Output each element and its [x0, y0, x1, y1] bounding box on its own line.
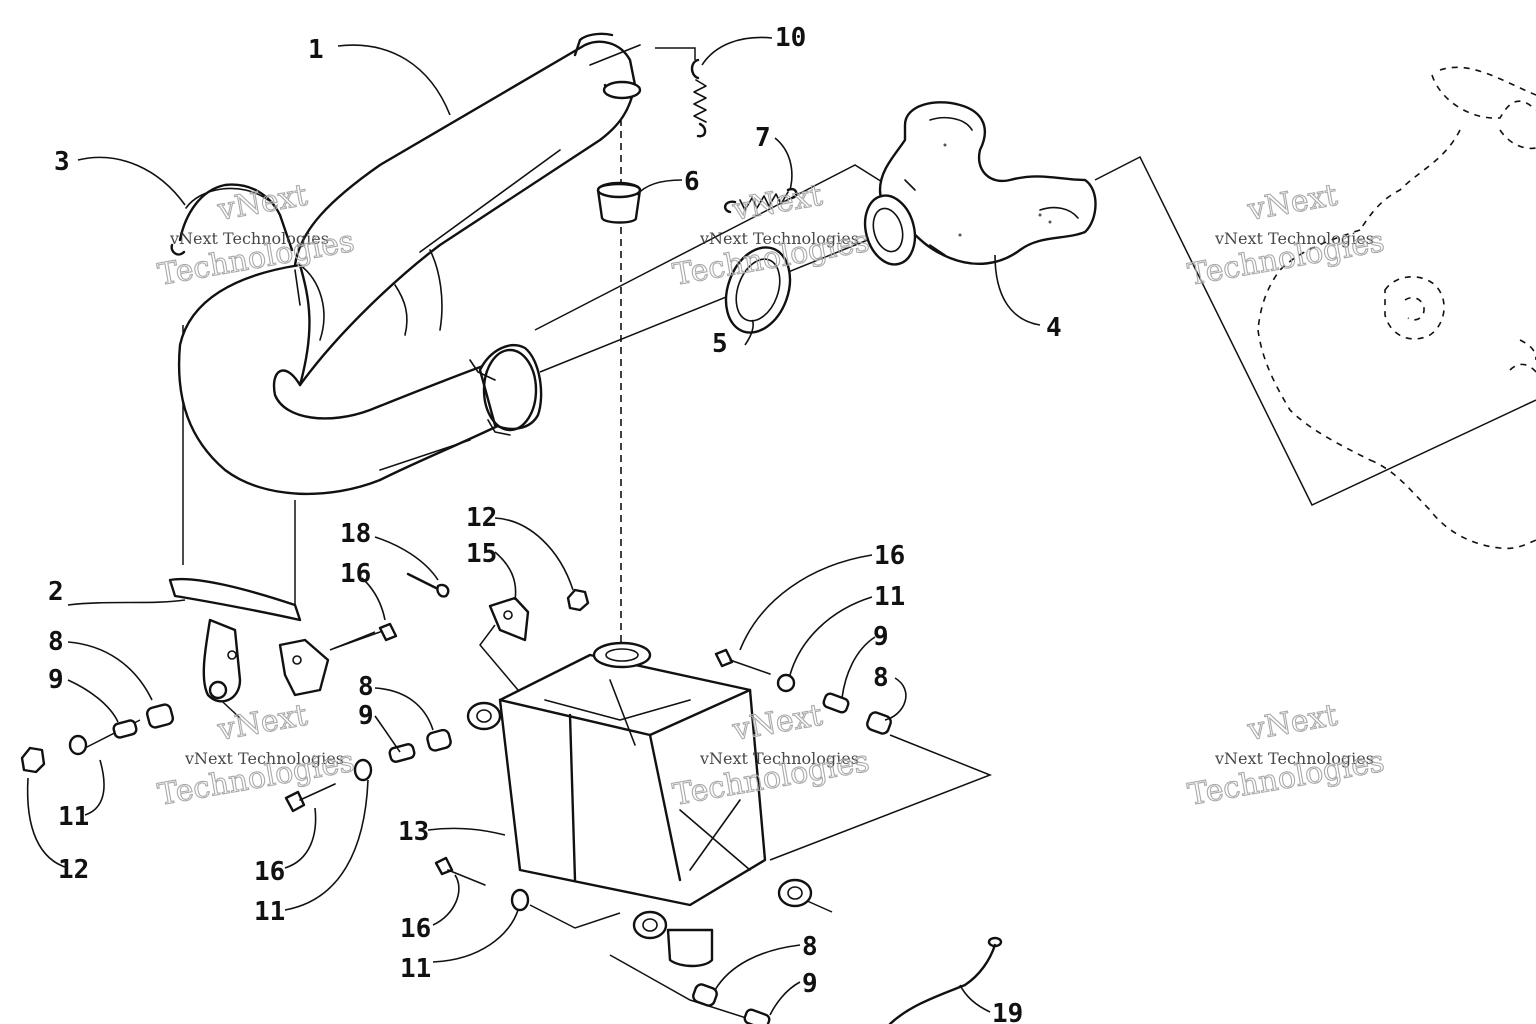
engine-outline: [1257, 66, 1536, 550]
callout-5: 5: [712, 329, 728, 359]
spacer-9-right: [822, 692, 850, 714]
callout-1: 1: [308, 35, 324, 65]
svg-text:vNext Technologies: vNext Technologies: [169, 229, 329, 248]
cable-19: [888, 943, 997, 1024]
watermark-top-right: vNext vNext Technologies Technologies: [1185, 177, 1388, 293]
callout-16-upper: 16: [340, 559, 371, 589]
callout-19: 19: [992, 999, 1023, 1024]
callout-9-left: 9: [48, 665, 64, 695]
callout-2: 2: [48, 577, 64, 607]
callout-numbers: 1 2 3 4 5 6 7 8 8 8 8 9 9 9 9 10 11 11 1…: [48, 23, 1062, 1024]
svg-text:vNext Technologies: vNext Technologies: [699, 749, 859, 768]
callout-8-center: 8: [358, 672, 374, 702]
bolt-16-center: [284, 790, 306, 813]
callout-11-lower: 11: [400, 954, 431, 984]
callout-3: 3: [54, 147, 70, 177]
svg-text:vNext Technologies: vNext Technologies: [699, 229, 859, 248]
nut-12-upper: [566, 588, 590, 612]
part-6-grommet: [596, 181, 642, 224]
pin-18: [436, 583, 450, 598]
bolt-16-lower: [434, 856, 454, 876]
part-5-gasket-ring: [724, 246, 792, 334]
callout-16-lower: 16: [400, 914, 431, 944]
spacer-9-bottom: [743, 1008, 771, 1024]
callout-8-left: 8: [48, 627, 64, 657]
part-3-hanger-strap: [170, 183, 294, 256]
callout-13: 13: [398, 817, 429, 847]
grommet-8-left: [145, 703, 175, 729]
callout-11-right: 11: [874, 582, 905, 612]
callout-16-right: 16: [874, 541, 905, 571]
svg-text:vNext: vNext: [214, 698, 310, 748]
part-1-expansion-chamber: [177, 32, 642, 496]
svg-text:vNext: vNext: [1244, 698, 1340, 748]
callout-9-center: 9: [358, 701, 374, 731]
grommet-8-bottom: [692, 983, 718, 1007]
part-13-muffler: [466, 641, 813, 968]
nut-12-left: [20, 746, 46, 774]
part-2-bracket: [168, 577, 330, 703]
bolt-16-upper: [378, 622, 398, 642]
callout-4: 4: [1046, 313, 1062, 343]
bolt-16-right: [714, 648, 734, 668]
callout-15: 15: [466, 539, 497, 569]
svg-text:vNext: vNext: [729, 178, 825, 228]
callout-18: 18: [340, 519, 371, 549]
callout-11-left: 11: [58, 802, 89, 832]
callout-9-bottom: 9: [802, 969, 818, 999]
washer-11-center: [353, 758, 373, 782]
callout-9-right: 9: [873, 622, 889, 652]
spacer-9-left: [112, 719, 138, 739]
leader-lines: [26, 36, 1041, 1016]
callout-8-right: 8: [873, 663, 889, 693]
washer-11-left: [68, 734, 88, 756]
watermark-bottom-right: vNext vNext Technologies Technologies: [1185, 697, 1388, 813]
spacer-9-center: [388, 743, 416, 763]
svg-text:vNext Technologies: vNext Technologies: [1214, 749, 1374, 768]
svg-text:vNext Technologies: vNext Technologies: [1214, 229, 1374, 248]
svg-text:vNext Technologies: vNext Technologies: [184, 749, 344, 768]
grommet-8-center: [426, 728, 452, 752]
callout-16-center: 16: [254, 857, 285, 887]
callout-8-bottom: 8: [802, 932, 818, 962]
callout-6: 6: [684, 167, 700, 197]
washer-11-lower: [510, 888, 530, 912]
callout-11-center: 11: [254, 897, 285, 927]
svg-text:vNext: vNext: [1244, 178, 1340, 228]
washer-11-right: [776, 673, 796, 693]
callout-10: 10: [775, 23, 806, 53]
callout-12-left: 12: [58, 855, 89, 885]
watermark-top-center: vNext vNext Technologies Technologies: [670, 177, 873, 293]
callout-12-upper: 12: [466, 503, 497, 533]
part-4-exhaust-manifold: [863, 101, 1097, 266]
callout-7: 7: [755, 123, 771, 153]
grommet-8-right: [866, 711, 892, 735]
part-10-spring: [690, 58, 707, 138]
watermark-bottom-left: vNext vNext Technologies Technologies: [155, 697, 358, 813]
